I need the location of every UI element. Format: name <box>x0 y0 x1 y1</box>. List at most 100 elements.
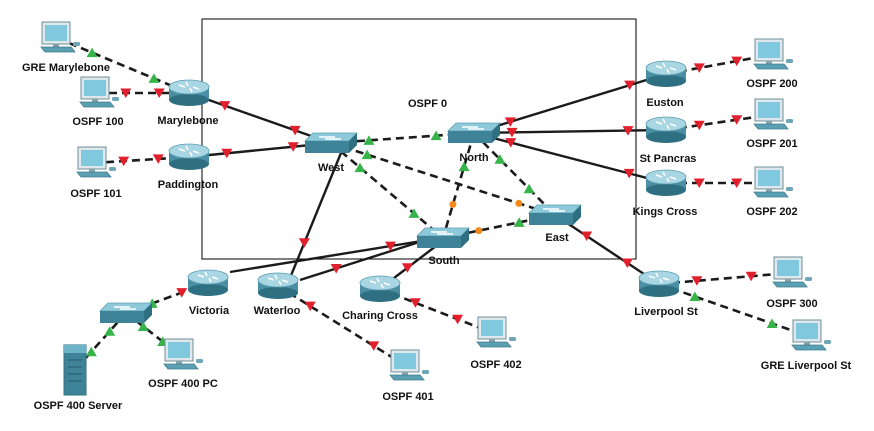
link-victoria-south-end-b-status-down <box>384 241 396 252</box>
router-kings-cross[interactable] <box>645 169 687 196</box>
link-marylebone-west-end-b-status-down <box>289 125 301 136</box>
link-west-north-end-b-status-up <box>430 130 442 141</box>
link-north-south[interactable] <box>441 132 476 239</box>
link-north-east[interactable] <box>473 132 556 216</box>
pc-ospf-401[interactable] <box>389 349 429 381</box>
switch-west[interactable] <box>304 132 358 153</box>
device-label-north: North <box>459 152 489 164</box>
link-sw-400-ospf-400-server-end-b-status-up <box>85 346 97 357</box>
link-gre-marylebone-marylebone-end-b-status-up <box>148 73 160 83</box>
device-label-gre-liverpool-st: GRE Liverpool St <box>761 360 852 372</box>
pc-ospf-100[interactable] <box>79 76 119 108</box>
router-victoria[interactable] <box>187 269 229 296</box>
link-south-east-end-a-status-pending <box>475 227 483 235</box>
link-charing-cross-south-end-a-status-down <box>401 263 413 273</box>
link-waterloo-south[interactable] <box>299 236 433 282</box>
link-charing-cross-south[interactable] <box>393 245 437 279</box>
server-ospf-400-server[interactable] <box>63 344 87 396</box>
link-ospf-101-paddington-end-a-status-down <box>118 156 130 167</box>
area-label: OSPF 0 <box>408 98 447 110</box>
device-label-ospf-400-server: OSPF 400 Server <box>34 400 123 412</box>
switch-sw-400[interactable] <box>99 302 153 323</box>
router-marylebone[interactable] <box>168 79 210 106</box>
link-liverpool-st-ospf-300[interactable] <box>658 271 790 286</box>
device-label-east: East <box>545 232 569 244</box>
device-label-ospf-200: OSPF 200 <box>746 78 797 90</box>
pc-ospf-101[interactable] <box>76 146 116 178</box>
link-waterloo-ospf-401-end-b-status-down <box>368 341 380 351</box>
device-label-victoria: Victoria <box>189 305 230 317</box>
link-north-east-end-a-status-up <box>494 154 506 164</box>
pc-gre-liverpool-st[interactable] <box>791 319 831 351</box>
link-marylebone-west-end-a-status-down <box>219 101 231 111</box>
link-east-liverpool-st-end-a-status-down <box>581 231 593 242</box>
link-charing-cross-ospf-402-end-b-status-down <box>452 314 464 325</box>
link-st-pancras-ospf-201-end-b-status-down <box>731 115 743 125</box>
link-north-kings-cross-end-b-status-down <box>623 168 635 179</box>
device-label-ospf-300: OSPF 300 <box>766 298 817 310</box>
link-kings-cross-ospf-202-end-a-status-down <box>693 178 705 188</box>
device-label-ospf-400-pc: OSPF 400 PC <box>148 378 218 390</box>
link-gre-marylebone-marylebone-end-a-status-up <box>86 47 98 58</box>
device-label-waterloo: Waterloo <box>254 305 301 317</box>
link-north-st-pancras-end-a-status-down <box>506 127 518 138</box>
pc-ospf-300[interactable] <box>772 256 812 288</box>
link-ospf-100-marylebone-end-b-status-down <box>153 88 165 98</box>
switch-north[interactable] <box>447 122 501 143</box>
link-liverpool-st-gre-liverpool-st[interactable] <box>658 282 809 338</box>
link-st-pancras-ospf-201-end-a-status-down <box>693 120 705 131</box>
device-label-st-pancras: St Pancras <box>640 153 697 165</box>
device-label-ospf-402: OSPF 402 <box>470 359 521 371</box>
link-waterloo-west[interactable] <box>288 147 345 279</box>
router-paddington[interactable] <box>168 143 210 170</box>
link-north-south-end-a-status-up <box>458 161 470 172</box>
device-label-euston: Euston <box>646 97 684 109</box>
link-liverpool-st-gre-liverpool-st-end-a-status-up <box>689 291 701 302</box>
link-charing-cross-ospf-402-end-a-status-down <box>409 298 421 308</box>
device-label-south: South <box>428 255 459 267</box>
device-label-ospf-202: OSPF 202 <box>746 206 797 218</box>
link-west-south-end-a-status-up <box>354 162 366 173</box>
pc-ospf-402[interactable] <box>476 316 516 348</box>
link-north-euston[interactable] <box>473 72 667 135</box>
pc-gre-marylebone[interactable] <box>40 21 80 53</box>
link-liverpool-st-gre-liverpool-st-end-b-status-up <box>766 318 778 328</box>
link-ospf-101-paddington-end-b-status-down <box>152 154 164 164</box>
pc-ospf-200[interactable] <box>753 38 793 70</box>
link-gre-marylebone-marylebone[interactable] <box>56 36 190 95</box>
device-label-gre-marylebone: GRE Marylebone <box>22 62 110 74</box>
link-euston-ospf-200-end-a-status-down <box>693 63 705 73</box>
link-sw-400-ospf-400-server-end-a-status-up <box>104 326 116 336</box>
link-north-st-pancras[interactable] <box>473 128 667 135</box>
device-label-ospf-201: OSPF 201 <box>746 138 797 150</box>
link-north-st-pancras-end-b-status-down <box>622 126 634 136</box>
link-west-east-end-b-status-pending <box>515 199 523 207</box>
link-north-kings-cross-end-a-status-down <box>505 138 517 148</box>
device-label-ospf-401: OSPF 401 <box>382 391 433 403</box>
device-label-ospf-101: OSPF 101 <box>70 188 121 200</box>
link-east-liverpool-st[interactable] <box>554 214 660 285</box>
pc-ospf-202[interactable] <box>753 166 793 198</box>
switch-east[interactable] <box>528 204 582 225</box>
link-victoria-south[interactable] <box>229 238 429 274</box>
device-label-marylebone: Marylebone <box>157 115 218 127</box>
pc-ospf-400-pc[interactable] <box>163 338 203 370</box>
link-west-east-end-a-status-up <box>361 149 373 160</box>
router-liverpool-st[interactable] <box>638 270 680 297</box>
router-charing-cross[interactable] <box>359 275 401 302</box>
device-label-ospf-100: OSPF 100 <box>72 116 123 128</box>
switch-south[interactable] <box>416 227 470 248</box>
router-euston[interactable] <box>645 60 687 87</box>
router-waterloo[interactable] <box>257 272 299 299</box>
link-paddington-west-end-b-status-down <box>287 142 299 152</box>
link-marylebone-west[interactable] <box>188 91 332 145</box>
router-st-pancras[interactable] <box>645 116 687 143</box>
link-waterloo-west-end-a-status-down <box>298 238 310 248</box>
link-north-kings-cross[interactable] <box>473 131 667 185</box>
link-west-south[interactable] <box>330 142 444 239</box>
port-indicators-layer <box>85 47 778 357</box>
pc-ospf-201[interactable] <box>753 98 793 130</box>
link-liverpool-st-ospf-300-end-b-status-down <box>745 271 757 282</box>
